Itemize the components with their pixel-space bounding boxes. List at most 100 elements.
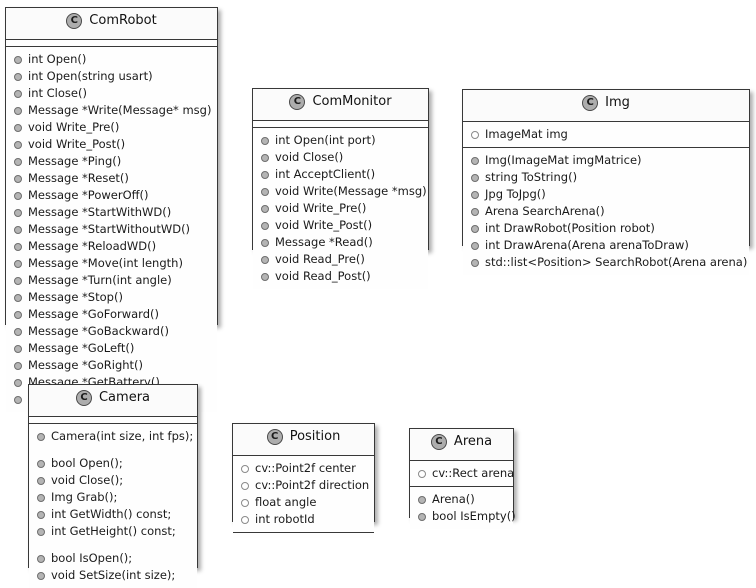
public-method-icon xyxy=(37,494,45,502)
attribute-row: int robotId xyxy=(239,511,368,528)
public-method-icon xyxy=(14,294,22,302)
public-method-icon xyxy=(471,174,479,182)
public-method-icon xyxy=(14,243,22,251)
method-label: Message *PowerOff() xyxy=(28,188,149,202)
attribute-label: float angle xyxy=(255,495,317,509)
method-row: int AcceptClient() xyxy=(259,166,422,183)
class-title-inner: Arena xyxy=(430,434,492,450)
class-title-inner: Camera xyxy=(75,390,150,406)
class-title-inner: Position xyxy=(266,429,341,445)
public-method-icon xyxy=(418,496,426,504)
methods-compartment: Img(ImageMat imgMatrice)string ToString(… xyxy=(463,147,749,275)
method-label: Camera(int size, int fps); xyxy=(51,429,194,443)
public-method-icon xyxy=(14,277,22,285)
method-row: Message *Read() xyxy=(259,234,422,251)
method-label: void Read_Post() xyxy=(275,269,371,283)
methods-compartment: Camera(int size, int fps); bool Open(); vo… xyxy=(29,423,197,588)
method-row: void Write_Post() xyxy=(259,217,422,234)
attribute-label: cv::Rect arena xyxy=(432,466,515,480)
method-row: Message *GoBackward() xyxy=(12,323,211,340)
method-label: Message *ReloadWD() xyxy=(28,239,157,253)
uml-class-comrobot[interactable]: ComRobot int Open() int Open(string usart)… xyxy=(5,7,218,412)
public-method-icon xyxy=(14,107,22,115)
public-method-icon xyxy=(14,362,22,370)
public-method-icon xyxy=(14,175,22,183)
method-label: Message *Reset() xyxy=(28,171,129,185)
method-label: bool IsEmpty() xyxy=(432,509,516,523)
public-method-icon xyxy=(14,226,22,234)
method-label: void Write_Post() xyxy=(28,137,126,151)
method-row: bool IsOpen(); xyxy=(35,550,191,567)
method-row: int GetHeight() const; xyxy=(35,523,191,540)
method-label: int GetHeight() const; xyxy=(51,524,176,538)
attributes-compartment xyxy=(253,121,428,127)
method-label: bool Open(); xyxy=(51,456,123,470)
method-label: void Write_Post() xyxy=(275,218,373,232)
public-method-icon xyxy=(471,191,479,199)
method-row: void Read_Pre() xyxy=(259,251,422,268)
method-label: void Close(); xyxy=(51,473,124,487)
class-name-label: ComMonitor xyxy=(312,94,392,109)
public-method-icon xyxy=(14,260,22,268)
class-title-bar: Position xyxy=(233,424,374,456)
public-method-icon xyxy=(471,208,479,216)
method-group-spacer xyxy=(35,540,191,550)
method-label: int Open(int port) xyxy=(275,133,376,147)
method-row: int Open(string usart) xyxy=(12,68,211,85)
public-attribute-icon xyxy=(241,465,249,473)
public-method-icon xyxy=(261,273,269,281)
public-method-icon xyxy=(14,328,22,336)
method-row: Message *StartWithWD() xyxy=(12,204,211,221)
methods-compartment: int Open(int port)void Close()int Accept… xyxy=(253,127,428,289)
class-name-label: ComRobot xyxy=(89,13,157,28)
method-row: Message *Reset() xyxy=(12,170,211,187)
method-row: Arena SearchArena() xyxy=(469,203,743,220)
method-label: Message *Write(Message* msg) xyxy=(28,103,212,117)
method-row: void Close(); xyxy=(35,472,191,489)
attributes-compartment xyxy=(6,40,217,46)
uml-class-commonitor[interactable]: ComMonitor int Open(int port)void Close()… xyxy=(252,88,429,289)
uml-class-diagram-canvas: { "diagram": { "type": "uml-class-diagra… xyxy=(0,0,756,571)
attribute-label: ImageMat img xyxy=(485,127,568,141)
methods-compartment xyxy=(233,532,374,538)
class-stereotype-icon xyxy=(582,95,599,111)
method-row: Message *Move(int length) xyxy=(12,255,211,272)
method-label: bool IsOpen(); xyxy=(51,551,133,565)
method-row: int DrawRobot(Position robot) xyxy=(469,220,743,237)
attribute-row: cv::Point2f direction xyxy=(239,477,369,494)
public-method-icon xyxy=(14,73,22,81)
public-method-icon xyxy=(471,259,479,267)
method-row: Message *GoRight() xyxy=(12,357,211,374)
method-row: void SetSize(int size); xyxy=(35,567,191,584)
method-row: Message *StartWithoutWD() xyxy=(12,221,211,238)
method-label: int GetWidth() const; xyxy=(51,507,172,521)
attribute-row: cv::Point2f center xyxy=(239,460,368,477)
method-label: Message *GoBackward() xyxy=(28,324,169,338)
public-method-icon xyxy=(14,90,22,98)
class-stereotype-icon xyxy=(266,429,283,445)
class-stereotype-icon xyxy=(75,390,92,406)
class-name-label: Position xyxy=(289,429,341,444)
method-label: void SetSize(int size); xyxy=(51,568,176,582)
public-method-icon xyxy=(37,511,45,519)
method-row: int Open() xyxy=(12,51,211,68)
attributes-compartment xyxy=(29,417,197,423)
public-attribute-icon xyxy=(241,482,249,490)
method-label: Jpg ToJpg() xyxy=(485,187,546,201)
public-method-icon xyxy=(261,171,269,179)
method-row: Message *Write(Message* msg) xyxy=(12,102,211,119)
method-label: int AcceptClient() xyxy=(275,167,376,181)
public-method-icon xyxy=(37,460,45,468)
public-method-icon xyxy=(37,433,45,441)
method-row: void Write(Message *msg) xyxy=(259,183,427,200)
attribute-row: cv::Rect arena xyxy=(416,465,514,482)
class-title-bar: Camera xyxy=(29,385,197,417)
method-label: int Open() xyxy=(28,52,87,66)
method-label: string ToString() xyxy=(485,170,578,184)
public-method-icon xyxy=(261,188,269,196)
